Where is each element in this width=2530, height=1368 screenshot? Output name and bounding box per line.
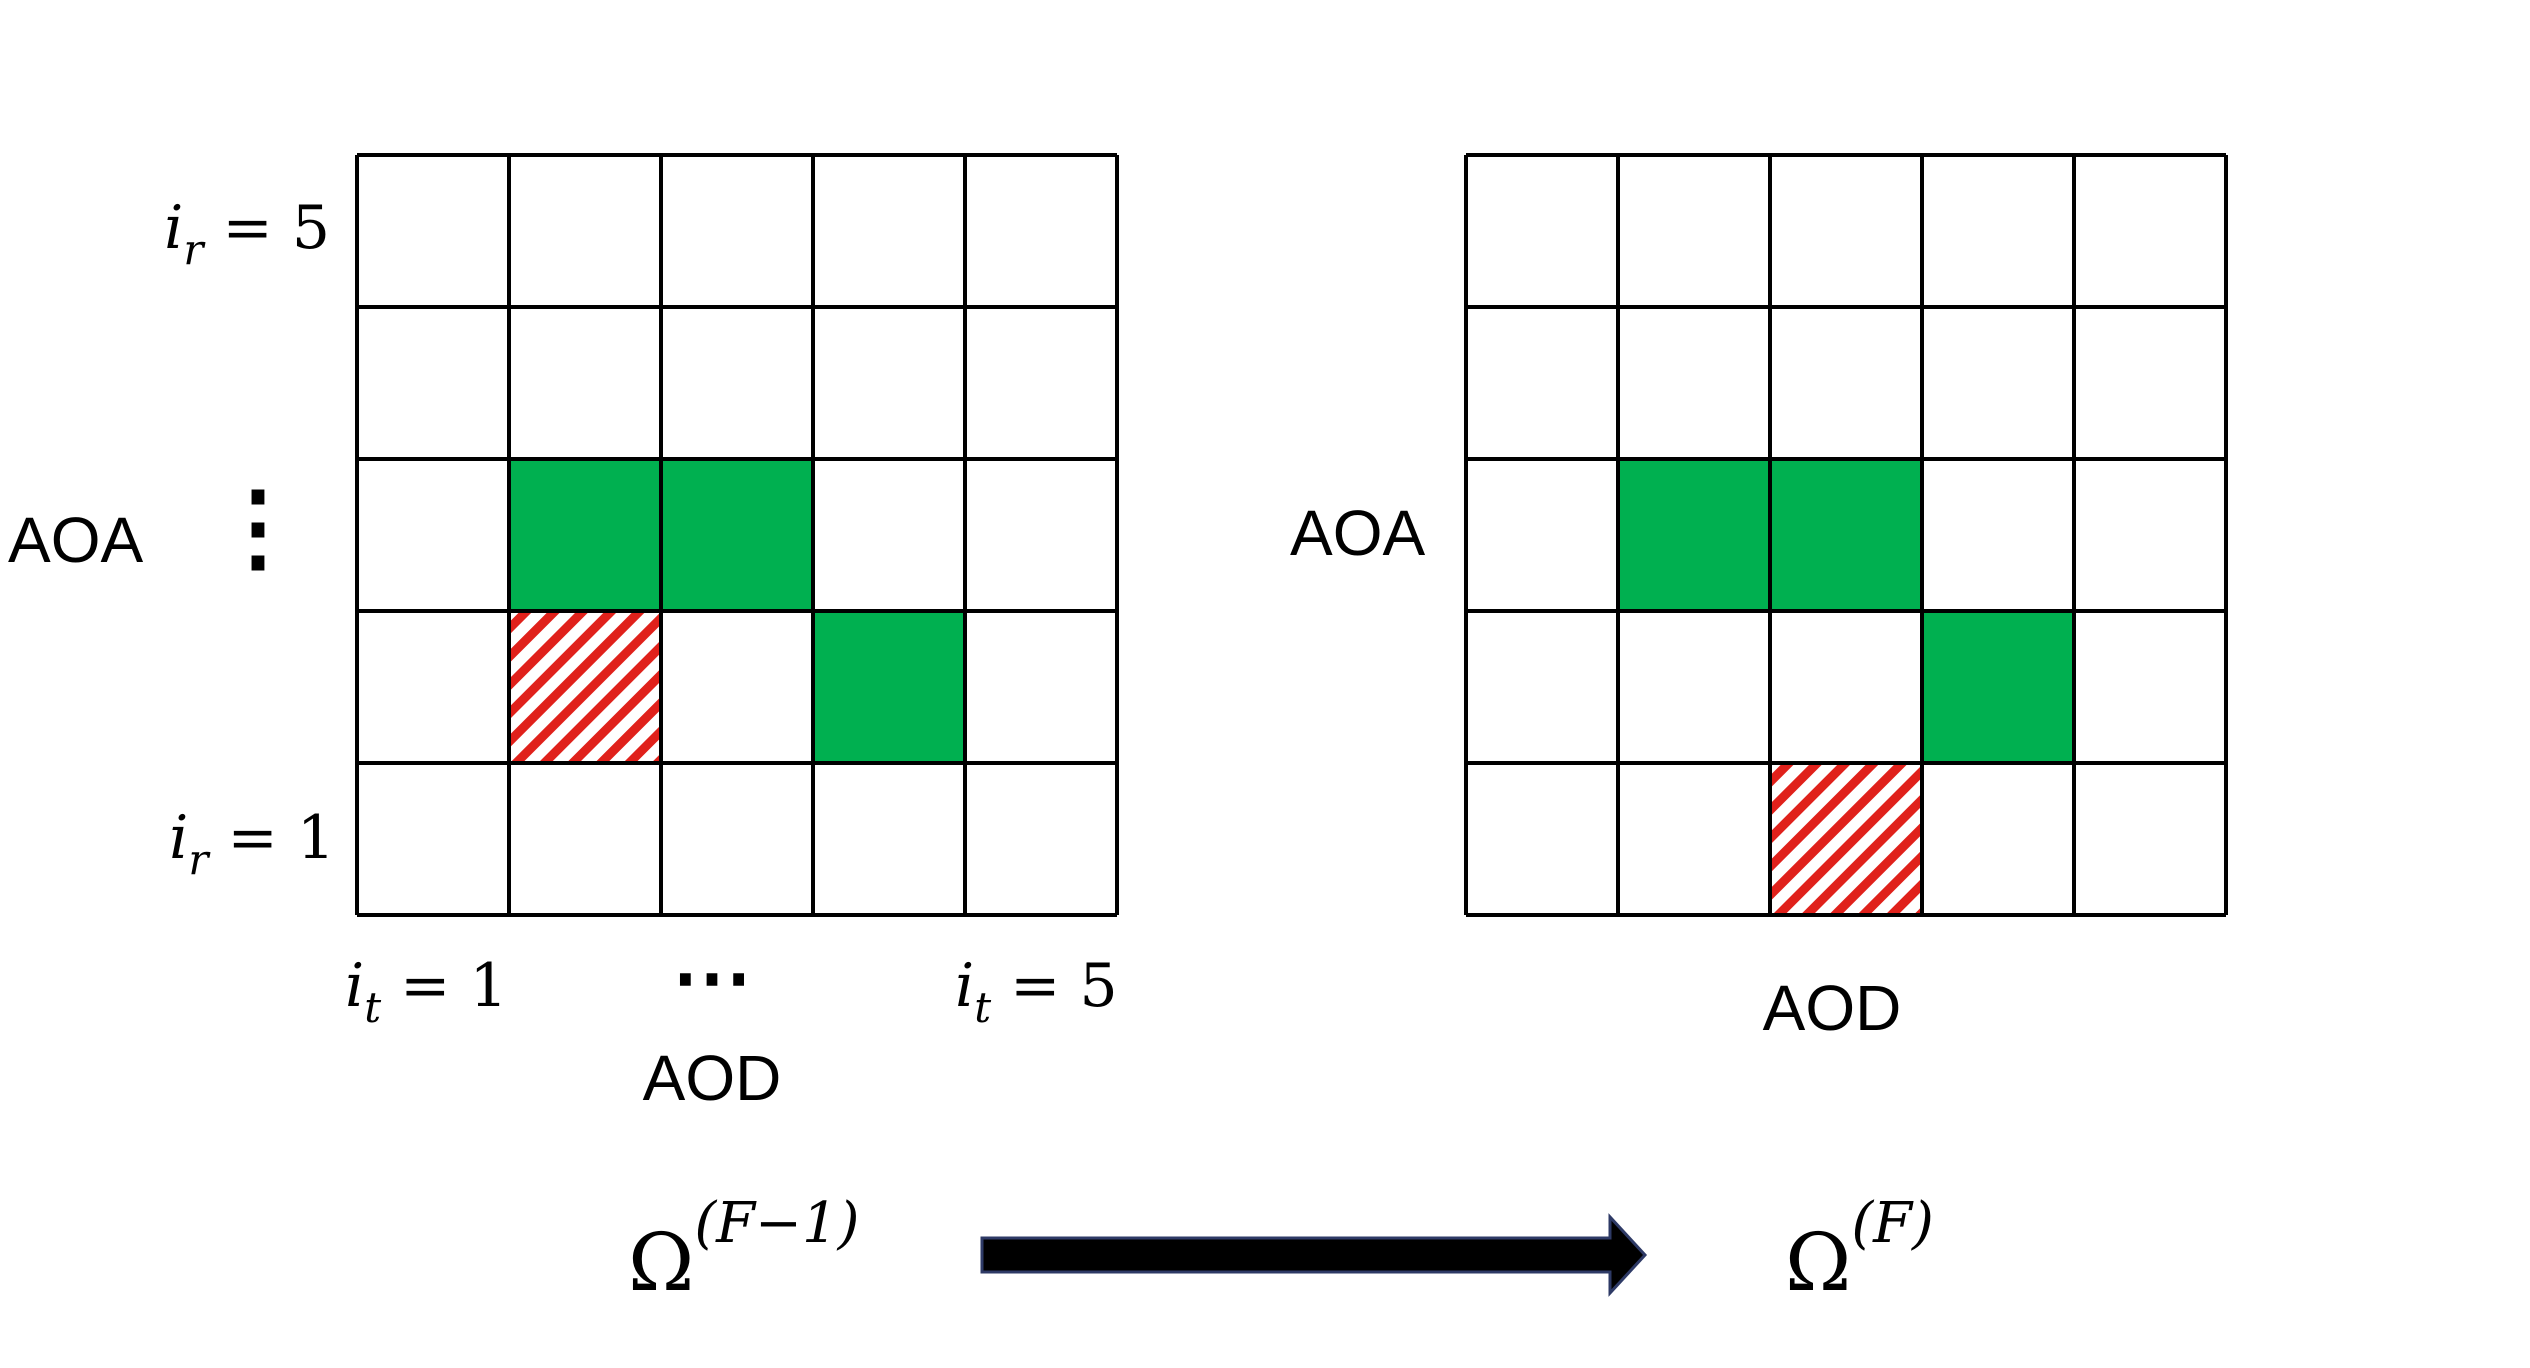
green-cell xyxy=(1922,611,2074,763)
vertical-ellipsis: ⋮ xyxy=(210,470,306,583)
col-label-right: it = 5 xyxy=(955,951,1118,1032)
left-x-axis-label: AOD xyxy=(643,1042,782,1114)
hatched-cell xyxy=(509,611,661,763)
green-cell xyxy=(813,611,965,763)
green-cell xyxy=(509,459,661,611)
omega-to-label: Ω(F) xyxy=(1785,1191,1934,1309)
horizontal-ellipsis: ⋯ xyxy=(672,929,752,1023)
left-y-axis-label: AOA xyxy=(8,504,143,576)
left-grid xyxy=(355,153,1119,917)
right-grid xyxy=(1464,153,2228,917)
green-cell xyxy=(1770,459,1922,611)
green-cell xyxy=(1618,459,1770,611)
transition-arrow xyxy=(980,1213,1648,1297)
row-label-bottom: ir = 1 xyxy=(169,803,335,884)
right-x-axis-label: AOD xyxy=(1763,972,1902,1044)
col-label-left: it = 1 xyxy=(345,951,508,1032)
row-label-top: ir = 5 xyxy=(164,193,330,274)
hatched-cell xyxy=(1770,763,1922,915)
green-cell xyxy=(661,459,813,611)
omega-from-label: Ω(F−1) xyxy=(628,1191,859,1309)
right-y-axis-label: AOA xyxy=(1290,497,1425,569)
